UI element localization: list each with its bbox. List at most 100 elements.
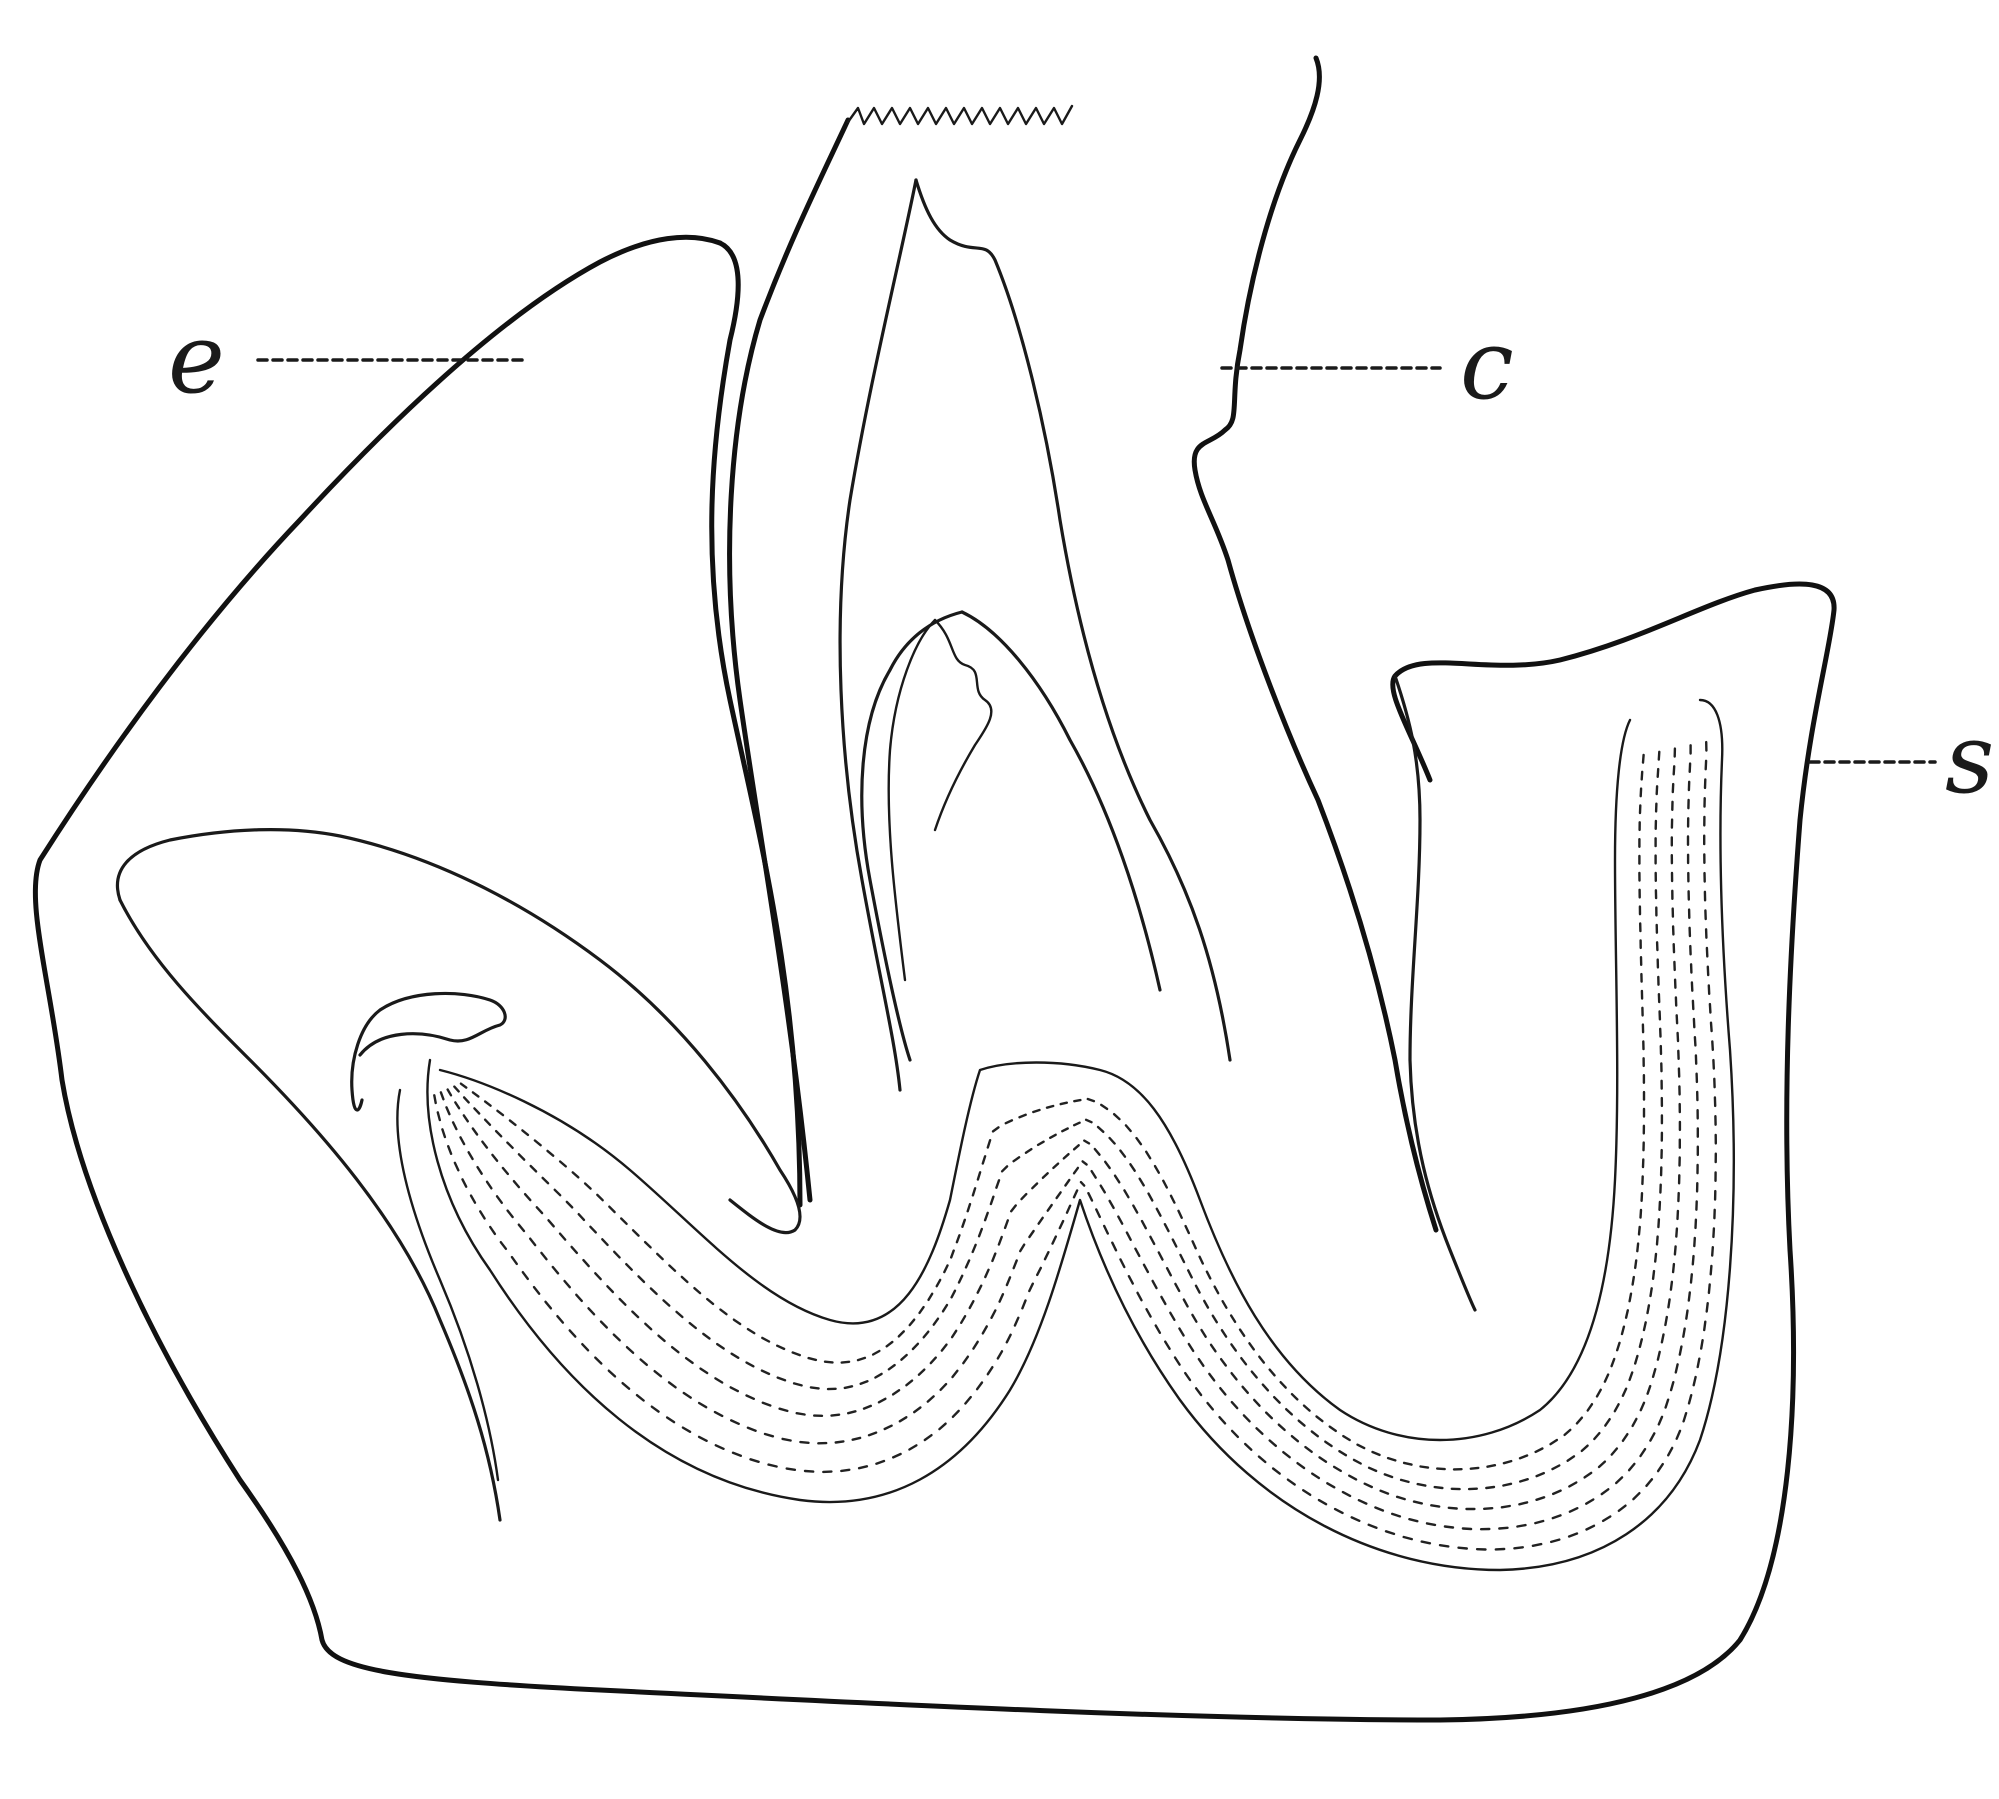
hatch-dash	[1126, 1125, 1131, 1131]
hatch-dash	[1002, 1166, 1007, 1171]
hatch-dash	[1409, 1519, 1417, 1521]
middle-fold-outer	[962, 612, 1160, 990]
hatch-dash	[667, 1418, 674, 1423]
hatch-dash	[1057, 1192, 1061, 1198]
hatch-dash	[1184, 1300, 1188, 1307]
label-e: e	[168, 303, 225, 415]
hatch-dash	[952, 1291, 955, 1298]
hatch-dash	[1156, 1326, 1160, 1333]
hatch-dash	[1173, 1240, 1177, 1247]
hatch-dash	[733, 1453, 741, 1456]
hatch-dash	[683, 1428, 690, 1432]
hatch-dash	[1026, 1149, 1032, 1153]
hatch-dash	[1431, 1505, 1439, 1506]
hatch-dash	[482, 1142, 487, 1148]
hatch-dash	[1630, 1294, 1631, 1302]
hatch-dash	[1327, 1483, 1334, 1487]
hatch-dash	[715, 1412, 722, 1416]
hatch-dash	[1709, 1285, 1710, 1293]
hatch-dash	[1053, 1237, 1056, 1244]
hatch-dash	[1104, 1226, 1108, 1234]
hatch-dash	[442, 1129, 445, 1137]
hatch-dash	[1121, 1260, 1125, 1268]
hatch-dash	[715, 1378, 722, 1382]
hatch-dash	[1279, 1425, 1285, 1430]
hatch-dash	[645, 1242, 651, 1247]
hatch-dash	[1274, 1397, 1279, 1402]
hatch-dash	[1602, 1489, 1609, 1494]
hatch-dash	[988, 1140, 990, 1147]
hatch-dash	[1020, 1115, 1026, 1117]
hatch-dash	[1647, 1479, 1652, 1486]
hatch-dash	[1081, 1182, 1084, 1186]
hatch-dash	[1605, 1419, 1609, 1425]
hatch-dash	[1677, 1431, 1680, 1439]
hatch-dash	[582, 1344, 588, 1350]
hatch-dash	[1633, 1493, 1639, 1499]
hatch-dash	[1375, 1508, 1383, 1511]
hatch-dash	[1694, 1377, 1696, 1385]
hatch-dash	[1644, 1322, 1646, 1330]
hatch-dash	[567, 1202, 572, 1208]
hatch-dash	[1352, 1517, 1360, 1520]
hatch-dash	[473, 1092, 479, 1096]
hatch-dash	[1586, 1500, 1593, 1504]
hatch-dash	[732, 1354, 739, 1358]
hatch-dash	[952, 1331, 956, 1337]
crown-column-left-edge	[730, 120, 848, 1200]
hatch-dash	[914, 1408, 920, 1413]
hatch-dash	[1159, 1253, 1163, 1260]
hatch-dash	[573, 1172, 579, 1177]
hatch-dash	[699, 1403, 706, 1407]
hatch-dash	[1641, 1449, 1646, 1456]
hatch-dash	[842, 1362, 849, 1363]
hatch-dash	[1486, 1487, 1494, 1488]
hatch-dash	[541, 1253, 546, 1259]
hatch-dash	[1335, 1509, 1342, 1513]
hatch-dash	[957, 1235, 960, 1242]
hatch-dash	[985, 1270, 988, 1277]
hatch-dash	[1676, 1364, 1678, 1372]
hatch-dash	[1684, 1413, 1687, 1421]
hatch-dash	[1657, 1237, 1658, 1245]
hatch-dash	[748, 1329, 754, 1333]
hatch-dash	[525, 1194, 530, 1200]
hatch-dash	[576, 1295, 582, 1301]
inner-spike-right	[916, 180, 1230, 1060]
label-c: c	[1460, 309, 1514, 421]
hatch-dash	[1701, 1340, 1702, 1348]
hatch-dash	[530, 1239, 535, 1245]
hatch-dash	[1520, 1479, 1528, 1481]
hatch-dash	[1689, 1293, 1690, 1301]
hatch-dash	[503, 1168, 508, 1174]
hatch-dash	[900, 1417, 907, 1421]
hatch-dash	[496, 1131, 501, 1136]
hatch-dash	[1211, 1345, 1216, 1352]
hatch-dash	[909, 1445, 916, 1449]
hatch-dash	[1000, 1294, 1003, 1301]
hatch-dash	[474, 1108, 479, 1113]
hatch-dash	[645, 1324, 651, 1329]
hatch-dash	[1048, 1205, 1052, 1211]
hatch-dash	[762, 1371, 769, 1374]
hatch-dash	[1671, 1382, 1673, 1390]
right-spike	[1395, 676, 1475, 1310]
hatch-dash	[943, 1305, 947, 1311]
inner-spike	[840, 180, 916, 1090]
hatch-dash	[1707, 1303, 1708, 1311]
hatch-dash	[519, 1154, 524, 1159]
hatch-dash	[478, 1167, 482, 1174]
hatch-dash	[762, 1338, 769, 1342]
hatch-dash	[1615, 1404, 1619, 1411]
hatch-dash	[501, 1242, 506, 1249]
hatch-dash	[1651, 1288, 1652, 1296]
hatch-dash	[1641, 1210, 1642, 1218]
hatch-dash	[1325, 1442, 1331, 1446]
hatch-dash	[1270, 1441, 1276, 1446]
hatch-dash	[1471, 1468, 1479, 1469]
label-s: s	[1945, 703, 1994, 815]
hatch-dash	[512, 1257, 517, 1264]
hatch-dash	[920, 1307, 924, 1313]
hatch-dash	[1650, 1433, 1654, 1440]
hatch-dash	[514, 1181, 519, 1187]
